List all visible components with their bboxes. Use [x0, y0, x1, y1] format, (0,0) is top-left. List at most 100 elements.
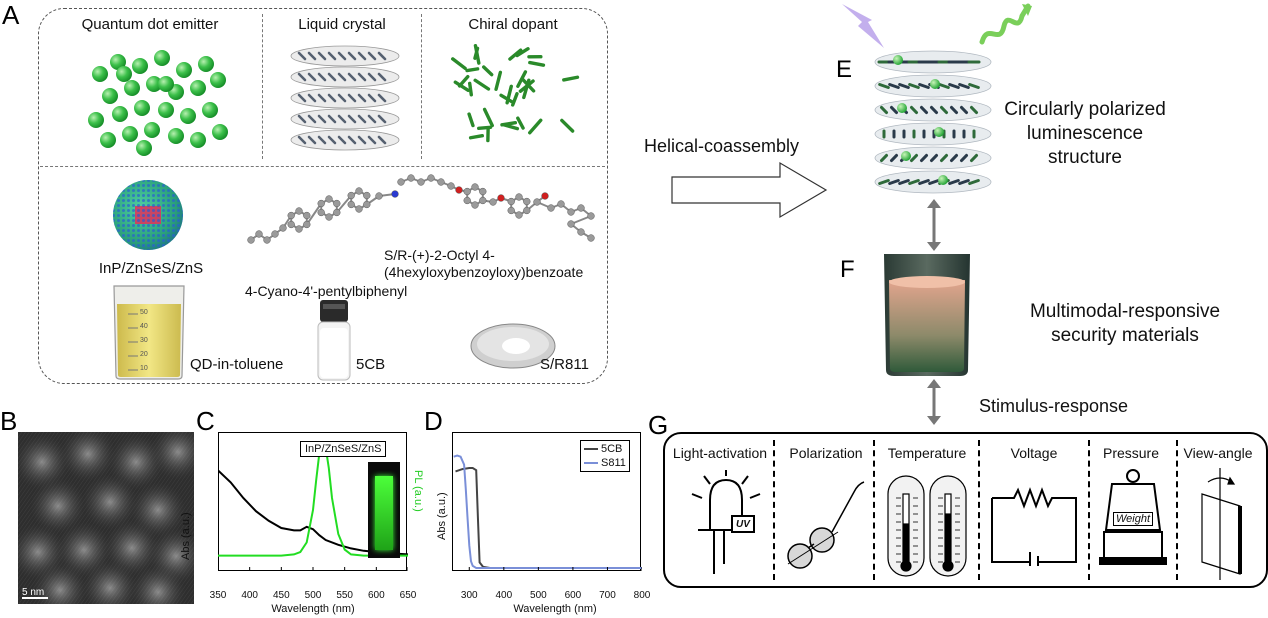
atom: [363, 200, 371, 209]
qd-dot: [102, 88, 118, 104]
dopant-rod: [515, 47, 530, 58]
atom: [397, 178, 405, 186]
dopant-rod: [468, 134, 484, 140]
qd-dot: [146, 76, 162, 92]
chart-c-xtick-label: 350: [209, 590, 227, 601]
chart-c-xlabel: Wavelength (nm): [271, 603, 355, 615]
divider-horizontal: [40, 166, 605, 167]
atom: [347, 200, 355, 209]
atom: [523, 206, 531, 215]
quantum-dot-cluster: [88, 50, 228, 156]
qd-dot: [168, 128, 184, 144]
chart-c-xtick-label: 500: [304, 590, 322, 601]
stimulus-divider: [978, 440, 980, 580]
atom: [577, 204, 585, 212]
led-uv-icon: [691, 470, 761, 574]
qd-dot: [136, 140, 152, 156]
lc-name: 4-Cyano-4'-pentylbiphenyl: [245, 283, 408, 299]
chart-d-ylabel: Abs (a.u.): [436, 492, 448, 540]
stimulus-polarization: Polarization: [789, 445, 863, 461]
dopant-rod: [473, 78, 491, 91]
beaker-tick-40: 40: [140, 323, 148, 330]
dopant-rod: [494, 70, 503, 91]
uv-light-icon: [842, 4, 884, 48]
title-quantum-dot: Quantum dot emitter: [81, 16, 219, 33]
atom: [463, 187, 471, 196]
title-liquid-crystal: Liquid crystal: [298, 16, 386, 33]
f-caption-text: Multimodal-responsive security materials: [1029, 301, 1221, 346]
stimulus-divider: [1088, 440, 1090, 580]
atom: [295, 225, 303, 233]
circular-polarized-emission-icon: [979, 3, 1032, 45]
dopant-rod: [522, 78, 531, 100]
qd-dot: [92, 66, 108, 82]
tem-image: [18, 432, 194, 604]
qd-dot: [112, 106, 128, 122]
dopant-rod: [467, 112, 475, 128]
atom: [437, 178, 445, 186]
dopant-rod: [511, 92, 519, 107]
uv-label: UV: [736, 519, 750, 530]
atom: [333, 208, 341, 217]
atom: [497, 194, 505, 202]
panel-label-e: E: [836, 56, 853, 83]
security-material-beaker: [884, 254, 970, 376]
qd-dot: [144, 122, 160, 138]
atom: [447, 182, 455, 190]
atom: [567, 220, 575, 228]
qd-in-helix: [901, 151, 911, 161]
divider-vertical-1: [262, 14, 263, 159]
security-material-caption: Multimodal-responsive security materials: [1000, 300, 1250, 348]
title-chiral-dopant: Chiral dopant: [468, 16, 558, 33]
helical-coassembly-label: Helical-coassembly: [644, 136, 800, 156]
atom: [355, 205, 363, 213]
atom: [463, 196, 471, 205]
5cb-vial: [317, 300, 351, 381]
qd-dot: [198, 56, 214, 72]
dopant-rod: [481, 65, 494, 77]
qd-dot: [176, 62, 192, 78]
panel-label-b: B: [0, 406, 18, 436]
chart-c-xtick-label: 650: [399, 590, 417, 601]
stimulus-voltage: Voltage: [1010, 445, 1058, 461]
stimulus-divider: [1176, 440, 1178, 580]
qd-dot: [158, 76, 174, 92]
dopant-rod: [528, 118, 543, 135]
chart-c-legend: InP/ZnSeS/ZnS: [300, 441, 387, 457]
chart-d-xtick-label: 400: [495, 590, 513, 601]
cuvette-glow: [375, 476, 393, 550]
molecule-s811: [397, 174, 595, 242]
atom: [577, 228, 585, 236]
atom: [407, 174, 415, 182]
cpl-helical-structure: [874, 50, 992, 194]
qd-dot: [122, 126, 138, 142]
qd-dot: [124, 80, 140, 96]
chart-c-xtick-label: 400: [241, 590, 258, 601]
helical-coassembly-arrow: [671, 161, 828, 219]
stimulus-response-label: Stimulus-response: [979, 396, 1129, 416]
atom: [507, 206, 515, 215]
atom: [479, 196, 487, 205]
qd-dot: [180, 108, 196, 124]
atom: [303, 220, 311, 229]
chart-c-ylabel-left: Abs (a.u.): [180, 512, 192, 560]
qd-in-helix: [934, 127, 944, 137]
qd-dot: [158, 102, 174, 118]
qd-dot: [110, 54, 126, 70]
molecule-5cb: [247, 187, 399, 244]
dopant-rod: [457, 74, 470, 88]
chart-d-xtick-label: 800: [633, 590, 651, 601]
atom: [303, 211, 311, 220]
atom: [489, 198, 497, 206]
thermometer-icon: [887, 475, 967, 577]
dopant-rod: [473, 46, 480, 60]
lc-layer: [290, 108, 400, 130]
atom: [557, 200, 565, 208]
dopant-rod: [560, 118, 575, 133]
qd-dot: [202, 102, 218, 118]
qd-dot: [190, 132, 206, 148]
legend-5cb: 5CB: [584, 442, 626, 456]
atom: [347, 191, 355, 200]
double-arrow-e-f: [927, 199, 941, 251]
